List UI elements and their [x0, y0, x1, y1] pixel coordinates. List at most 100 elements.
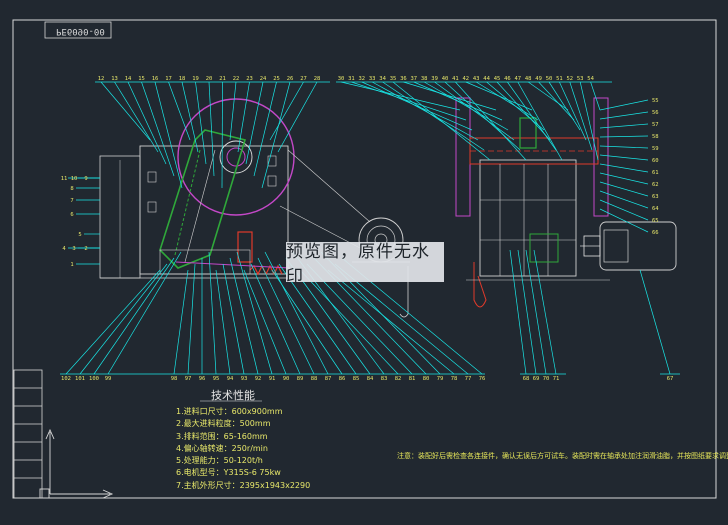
sheet-id-tab — [44, 21, 112, 39]
part-number: 85 — [353, 376, 360, 382]
leader-line — [559, 81, 587, 141]
spec-item: 5.处理能力：50-120t/h — [176, 456, 263, 466]
part-number: 96 — [199, 376, 206, 382]
part-number: 100 — [89, 376, 99, 382]
leader-line — [173, 269, 189, 375]
leader-line — [527, 81, 569, 111]
leader-line — [208, 251, 217, 375]
part-number: 66 — [652, 230, 659, 236]
leader-line — [599, 199, 649, 221]
part-number: 61 — [652, 170, 659, 176]
part-number: 41 — [452, 76, 459, 82]
leader-line — [114, 81, 159, 153]
part-number: 33 — [369, 76, 376, 82]
part-number: 3 — [72, 246, 75, 252]
leader-line — [253, 81, 277, 177]
part-number: 94 — [227, 376, 234, 382]
leader-line — [243, 269, 287, 375]
leader-line — [507, 81, 557, 151]
leader-line — [221, 81, 223, 189]
leader-line — [434, 81, 515, 141]
part-number: 90 — [283, 376, 290, 382]
part-number: 49 — [535, 76, 542, 82]
spec-table: 1.进料口尺寸：600x900mm 2.最大进料粒度：500mm 3.排料范围：… — [176, 406, 310, 492]
part-number: 59 — [652, 146, 659, 152]
leader-line — [533, 249, 557, 375]
spec-item: 7.主机外形尺寸：2395x1943x2290 — [176, 480, 311, 490]
leader-line — [237, 81, 250, 153]
spec-item: 3.排料范围：65-160mm — [176, 431, 268, 441]
leader-line — [424, 81, 509, 131]
part-number: 62 — [652, 182, 659, 188]
leader-line — [208, 81, 215, 177]
part-number: 9 — [84, 176, 87, 182]
part-number: 52 — [566, 76, 573, 82]
leader-line — [107, 251, 182, 375]
leader-line — [100, 81, 151, 141]
leader-line — [455, 81, 527, 161]
assembly-note: 注意：装配好后需检查各连接件，确认无误后方可试车。装配时需在轴承处加注润滑油脂，… — [397, 452, 728, 460]
leader-line — [236, 251, 273, 375]
leader-line — [382, 81, 485, 151]
leader-lines — [60, 81, 680, 375]
spec-item: 6.电机型号：Y315S-6 75kw — [176, 468, 281, 478]
part-number: 35 — [390, 76, 397, 82]
leader-line — [245, 81, 264, 165]
leader-line — [229, 257, 259, 375]
leader-line — [222, 263, 245, 375]
part-number: 42 — [462, 76, 469, 82]
title-block — [13, 369, 43, 499]
part-number: 64 — [652, 206, 659, 212]
part-number: 93 — [241, 376, 248, 382]
leader-line — [168, 81, 191, 141]
leader-line — [599, 145, 649, 149]
part-number: 1 — [70, 262, 73, 268]
leader-line — [392, 81, 491, 161]
part-number: 8 — [70, 186, 73, 192]
leader-line — [599, 172, 649, 185]
part-number: 86 — [339, 376, 346, 382]
part-number: 34 — [379, 76, 386, 82]
part-number: 67 — [667, 376, 674, 382]
leader-line — [181, 81, 199, 153]
leader-line — [509, 249, 527, 375]
part-number: 98 — [171, 376, 178, 382]
part-number: 16 — [152, 76, 159, 82]
part-number: 46 — [504, 76, 511, 82]
leader-line — [141, 81, 175, 177]
part-number: 97 — [185, 376, 192, 382]
crusher-side-view — [455, 97, 677, 308]
leader-line — [579, 81, 599, 161]
part-number: 11 — [61, 176, 68, 182]
leader-line — [599, 181, 649, 197]
part-number: 89 — [297, 376, 304, 382]
leader-line — [569, 81, 593, 151]
part-number: 7 — [70, 198, 73, 204]
leader-line — [639, 269, 671, 375]
leader-line — [496, 81, 551, 141]
leader-line — [590, 81, 601, 111]
part-number: 102 — [61, 376, 71, 382]
part-number: 84 — [367, 376, 374, 382]
part-number: 60 — [652, 158, 659, 164]
leader-line — [334, 263, 469, 375]
part-number: 12 — [98, 76, 105, 82]
part-number: 68 — [523, 376, 530, 382]
leader-line — [327, 269, 455, 375]
part-number: 5 — [78, 232, 81, 238]
part-number: 39 — [431, 76, 438, 82]
part-number: 69 — [533, 376, 540, 382]
leader-line — [277, 81, 318, 153]
part-number: 44 — [483, 76, 490, 82]
part-number: 83 — [381, 376, 388, 382]
part-number: 48 — [525, 76, 532, 82]
part-number: 17 — [165, 76, 172, 82]
leader-line — [538, 81, 575, 121]
part-number: 65 — [652, 218, 659, 224]
part-number: 80 — [423, 376, 430, 382]
leader-line — [599, 99, 649, 111]
part-number: 76 — [479, 376, 486, 382]
leader-line — [215, 269, 231, 375]
part-number: 70 — [543, 376, 550, 382]
